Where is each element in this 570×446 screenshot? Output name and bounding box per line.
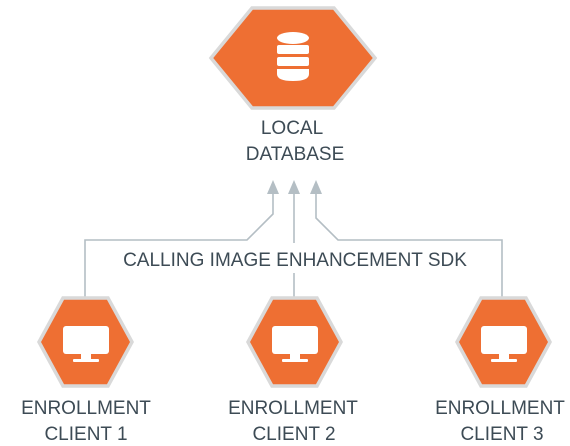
monitor-icon — [481, 326, 527, 362]
client-2-label-line-2: CLIENT 2 — [252, 424, 335, 445]
client-node-2: ENROLLMENT CLIENT 2 — [228, 296, 358, 445]
monitor-icon — [63, 326, 109, 362]
client-2-label-line-1: ENROLLMENT — [228, 398, 358, 419]
database-label-line-1: LOCAL — [261, 118, 323, 139]
connection-label: CALLING IMAGE ENHANCEMENT SDK — [123, 250, 467, 271]
connector-client-1 — [84, 192, 274, 297]
database-label-line-2: DATABASE — [246, 144, 345, 165]
connector-client-3 — [315, 192, 503, 297]
database-node: LOCAL DATABASE — [208, 6, 378, 165]
connection-label-group: CALLING IMAGE ENHANCEMENT SDK — [112, 243, 478, 273]
arrowhead-2 — [288, 180, 300, 194]
connection-label-background — [112, 243, 478, 273]
connectors — [84, 180, 503, 297]
arrowhead-1 — [267, 180, 279, 194]
client-3-label-line-1: ENROLLMENT — [435, 398, 565, 419]
client-node-1: ENROLLMENT CLIENT 1 — [21, 296, 151, 445]
client-3-label-line-2: CLIENT 3 — [460, 424, 543, 445]
client-node-3: ENROLLMENT CLIENT 3 — [435, 296, 565, 445]
client-1-label-line-1: ENROLLMENT — [21, 398, 151, 419]
arrowhead-3 — [310, 180, 322, 194]
database-icon — [277, 32, 309, 81]
client-1-label-line-2: CLIENT 1 — [44, 424, 127, 445]
monitor-icon — [272, 326, 318, 362]
